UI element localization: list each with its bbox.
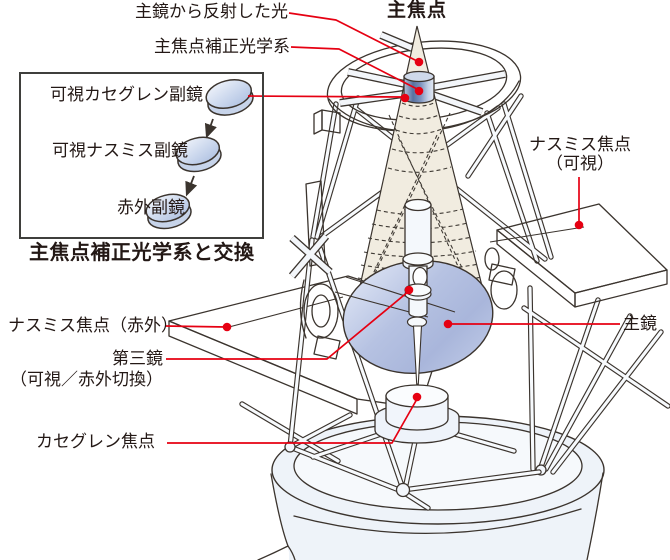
dot-cassegrain-secondary — [400, 93, 410, 103]
nasmyth-secondary-disk — [175, 136, 222, 173]
leader-pf-corrector — [290, 46, 420, 91]
exchange-arrow — [204, 118, 217, 139]
label-third-mirror-note: （可視／赤外切換） — [10, 370, 163, 389]
label-cassegrain-focus: カセグレン焦点 — [36, 432, 155, 451]
leader-nasmyth-infrared — [164, 325, 227, 328]
leader-cassegrain-secondary — [247, 95, 406, 98]
dot-nasmyth-infrared — [222, 322, 232, 332]
label-cassegrain-secondary: 可視カセグレン副鏡 — [50, 85, 203, 104]
exchange-box-frame — [19, 72, 264, 239]
label-nasmyth-infrared: ナスミス焦点（赤外） — [8, 316, 178, 335]
right-truss — [521, 285, 670, 476]
label-nasmyth-visible-line1: ナスミス焦点 — [529, 135, 631, 154]
label-nasmyth-secondary: 可視ナスミス副鏡 — [52, 141, 188, 160]
dot-nasmyth-visible — [574, 220, 584, 230]
exchange-mirror-disks — [145, 79, 254, 230]
elevation-hub — [288, 180, 341, 360]
label-nasmyth-visible-line2: （可視） — [546, 153, 614, 173]
dot-pf-corrector — [414, 86, 424, 96]
label-reflected-light: 主鏡から反射した光 — [135, 2, 288, 21]
instrument-rotator — [484, 247, 518, 310]
label-nasmyth-visible: ナスミス焦点 （可視） — [518, 135, 642, 173]
label-prime-focus: 主焦点 — [387, 0, 448, 21]
base-pedestal — [257, 415, 605, 560]
nasmyth-platform-visible — [489, 203, 668, 308]
leader-third-mirror — [166, 290, 410, 360]
dot-third-mirror — [404, 285, 414, 295]
label-pf-corrector: 主焦点補正光学系 — [154, 37, 290, 56]
label-primary-mirror: 主鏡 — [623, 314, 657, 333]
dot-primary-mirror — [443, 319, 453, 329]
cassegrain-secondary-disk — [205, 79, 254, 116]
label-third-mirror: 第三鏡 — [112, 349, 163, 368]
spider-vanes — [313, 31, 506, 135]
third-mirror-tower — [402, 198, 434, 385]
infrared-secondary-disk — [145, 193, 192, 230]
exchange-arrow — [185, 175, 198, 197]
label-exchange-caption: 主焦点補正光学系と交換 — [29, 242, 255, 264]
leader-reflected-light — [288, 12, 420, 63]
label-infrared-secondary: 赤外副鏡 — [117, 198, 185, 217]
dot-cassegrain-focus — [412, 392, 422, 402]
leader-cassegrain-focus — [167, 398, 418, 444]
callout-leaders — [164, 12, 620, 444]
dot-prime-focus — [414, 57, 424, 67]
